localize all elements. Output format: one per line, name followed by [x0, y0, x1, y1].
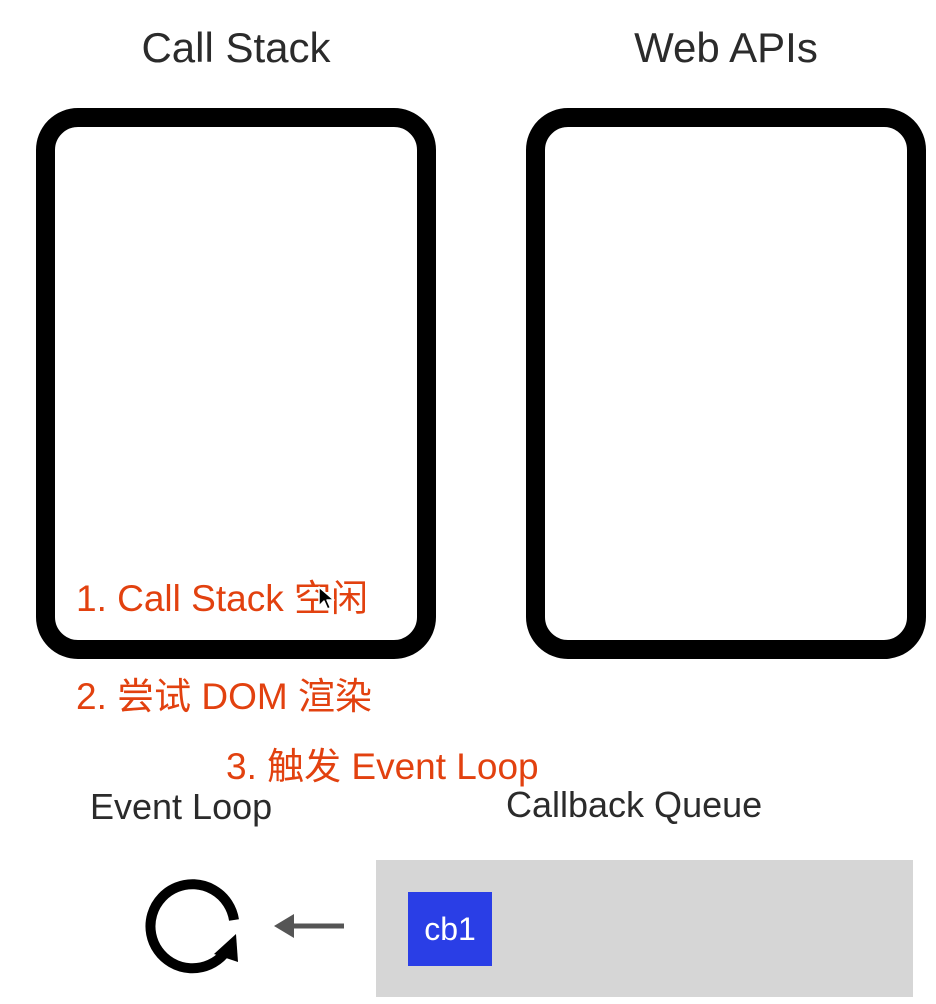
web-apis-box: [526, 108, 926, 659]
arrow-left-icon: [274, 914, 344, 938]
web-apis-title: Web APIs: [634, 24, 818, 71]
event-loop-label: Event Loop: [90, 786, 273, 827]
note-try-dom-render: 2. 尝试 DOM 渲染: [76, 676, 373, 717]
refresh-loop-icon: [145, 879, 239, 974]
callback-queue-label: Callback Queue: [506, 784, 763, 825]
callback-queue: cb1: [376, 860, 913, 997]
call-stack-title: Call Stack: [141, 24, 331, 71]
call-stack-box: [36, 108, 436, 659]
mouse-cursor-icon: [318, 586, 335, 610]
queue-item-cb1: cb1: [408, 892, 492, 966]
note-trigger-event-loop: 3. 触发 Event Loop: [226, 746, 539, 787]
